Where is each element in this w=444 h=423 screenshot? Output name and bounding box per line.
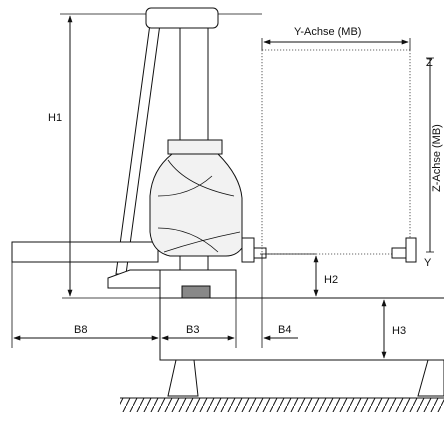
label-y-marker: Y xyxy=(424,257,432,269)
probe-ghost-housing xyxy=(405,237,417,263)
column-base-insert xyxy=(181,285,211,299)
carriage xyxy=(149,139,267,263)
probe-housing xyxy=(241,237,255,263)
label-b8: B8 xyxy=(74,324,87,336)
dimension-arrows xyxy=(13,15,434,359)
probe-tip xyxy=(253,247,267,259)
label-b4: B4 xyxy=(278,324,291,336)
strut-foot xyxy=(107,269,161,289)
label-b3: B3 xyxy=(186,324,199,336)
probe-ghost xyxy=(391,247,407,259)
label-y-axis: Y-Achse (MB) xyxy=(294,26,361,38)
column-top-cap xyxy=(145,7,219,29)
label-z-marker: Z xyxy=(426,57,433,69)
label-h2: H2 xyxy=(324,274,338,286)
labels: H1 H2 H3 B8 B3 B4 Y-Achse (MB) Z-Achse (… xyxy=(48,26,443,337)
machine-table xyxy=(159,297,444,397)
column-shaft xyxy=(179,27,209,145)
horizontal-arm xyxy=(11,241,159,263)
carriage-top xyxy=(167,139,223,155)
machine-column xyxy=(107,7,237,299)
floor xyxy=(120,397,444,412)
measuring-volume xyxy=(261,49,417,263)
label-h1: H1 xyxy=(48,112,62,124)
label-z-axis: Z-Achse (MB) xyxy=(431,124,443,192)
table-foot-right xyxy=(417,359,444,397)
label-h3: H3 xyxy=(392,325,406,337)
table-foot-left xyxy=(167,359,199,397)
carriage-body xyxy=(149,153,243,257)
extension-lines xyxy=(11,13,444,361)
